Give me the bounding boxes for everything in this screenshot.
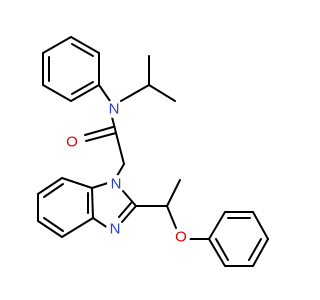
atom-ring-n3-label: N [110, 221, 121, 238]
molecule-structure: N O N N O [37, 36, 269, 267]
atom-carbonyl-o: O [63, 133, 81, 151]
atom-carbonyl-o-label: O [66, 134, 78, 151]
atom-ether-o: O [172, 228, 190, 246]
ch-methyl-bond [166, 179, 181, 207]
ch-o-bond [166, 205, 177, 229]
atom-ring-n3: N [106, 220, 124, 238]
carbonyl-group [84, 126, 117, 142]
atom-ring-n1-label: N [111, 176, 122, 193]
atom-amide-n-label: N [109, 101, 120, 118]
ch2-n1-bond [116, 163, 125, 177]
atom-amide-n: N [105, 100, 123, 118]
n-carbonyl-bond [111, 116, 117, 134]
n-phenyl-ring [42, 36, 100, 102]
carbonyl-ch2-bond [115, 132, 125, 165]
atom-ring-n1: N [107, 175, 125, 193]
benzo-ring [37, 177, 94, 238]
atom-ether-o-label: O [175, 229, 187, 246]
phenoxy-ring [208, 211, 269, 267]
isopropyl-group [120, 55, 176, 102]
phenyl-n-bond [98, 84, 111, 102]
